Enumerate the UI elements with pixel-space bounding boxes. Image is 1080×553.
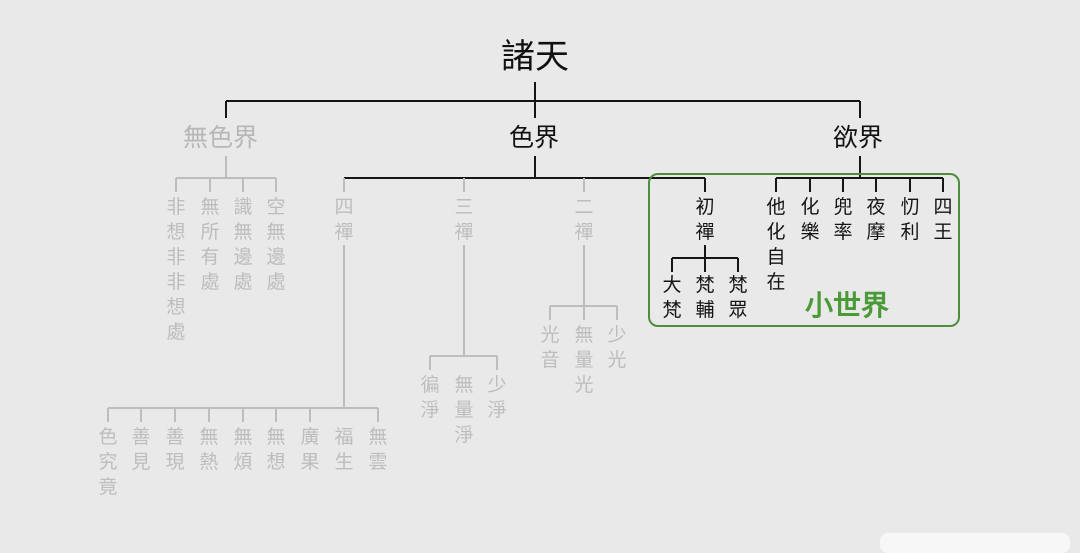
small-world-label: 小世界 [805, 289, 890, 322]
third-dhyana-node: 三禪 [454, 196, 474, 243]
first-dhyana-node: 初禪 [695, 196, 715, 243]
desire-heaven-4: 夜摩 [866, 196, 886, 243]
third-dhyana-heaven-3: 少淨 [487, 374, 507, 421]
fourth-dhyana-heaven-1: 色究竟 [98, 426, 118, 498]
root-node: 諸天 [501, 37, 569, 77]
second-dhyana-heaven-3: 少光 [607, 324, 627, 371]
desire-heaven-5: 忉利 [900, 196, 920, 243]
small-world-highlight-box [648, 173, 960, 327]
third-dhyana-heaven-2: 無量淨 [454, 374, 474, 446]
fourth-dhyana-heaven-9: 無雲 [368, 426, 388, 473]
fourth-dhyana-heaven-2: 善見 [131, 426, 151, 473]
fourth-dhyana-node: 四禪 [334, 196, 354, 243]
second-dhyana-heaven-2: 無量光 [574, 324, 594, 396]
fourth-dhyana-heaven-8: 福生 [334, 426, 354, 473]
formless-heaven-4: 空無邊處 [266, 196, 286, 293]
fourth-dhyana-heaven-7: 廣果 [300, 426, 320, 473]
desire-heaven-2: 化樂 [800, 196, 820, 243]
desire-heaven-3: 兜率 [833, 196, 853, 243]
first-dhyana-heaven-2: 梵輔 [695, 274, 715, 321]
fourth-dhyana-heaven-4: 無熱 [199, 426, 219, 473]
watermark-overlay [880, 533, 1070, 553]
second-dhyana-heaven-1: 光音 [540, 324, 560, 371]
fourth-dhyana-heaven-3: 善現 [165, 426, 185, 473]
fourth-dhyana-heaven-6: 無想 [266, 426, 286, 473]
formless-heaven-1: 非想非非想處 [166, 196, 186, 343]
formless-heaven-2: 無所有處 [200, 196, 220, 293]
third-dhyana-heaven-1: 徧淨 [420, 374, 440, 421]
desire-heaven-6: 四王 [933, 196, 953, 243]
formless-heaven-3: 識無邊處 [233, 196, 253, 293]
desire-heaven-1: 他化自在 [766, 196, 786, 293]
second-dhyana-node: 二禪 [574, 196, 594, 243]
formless-realm-node: 無色界 [183, 123, 259, 152]
first-dhyana-heaven-3: 梵眾 [728, 274, 748, 321]
desire-realm-node: 欲界 [833, 123, 884, 152]
fourth-dhyana-heaven-5: 無煩 [233, 426, 253, 473]
first-dhyana-heaven-1: 大梵 [662, 274, 682, 321]
form-realm-node: 色界 [509, 123, 560, 152]
